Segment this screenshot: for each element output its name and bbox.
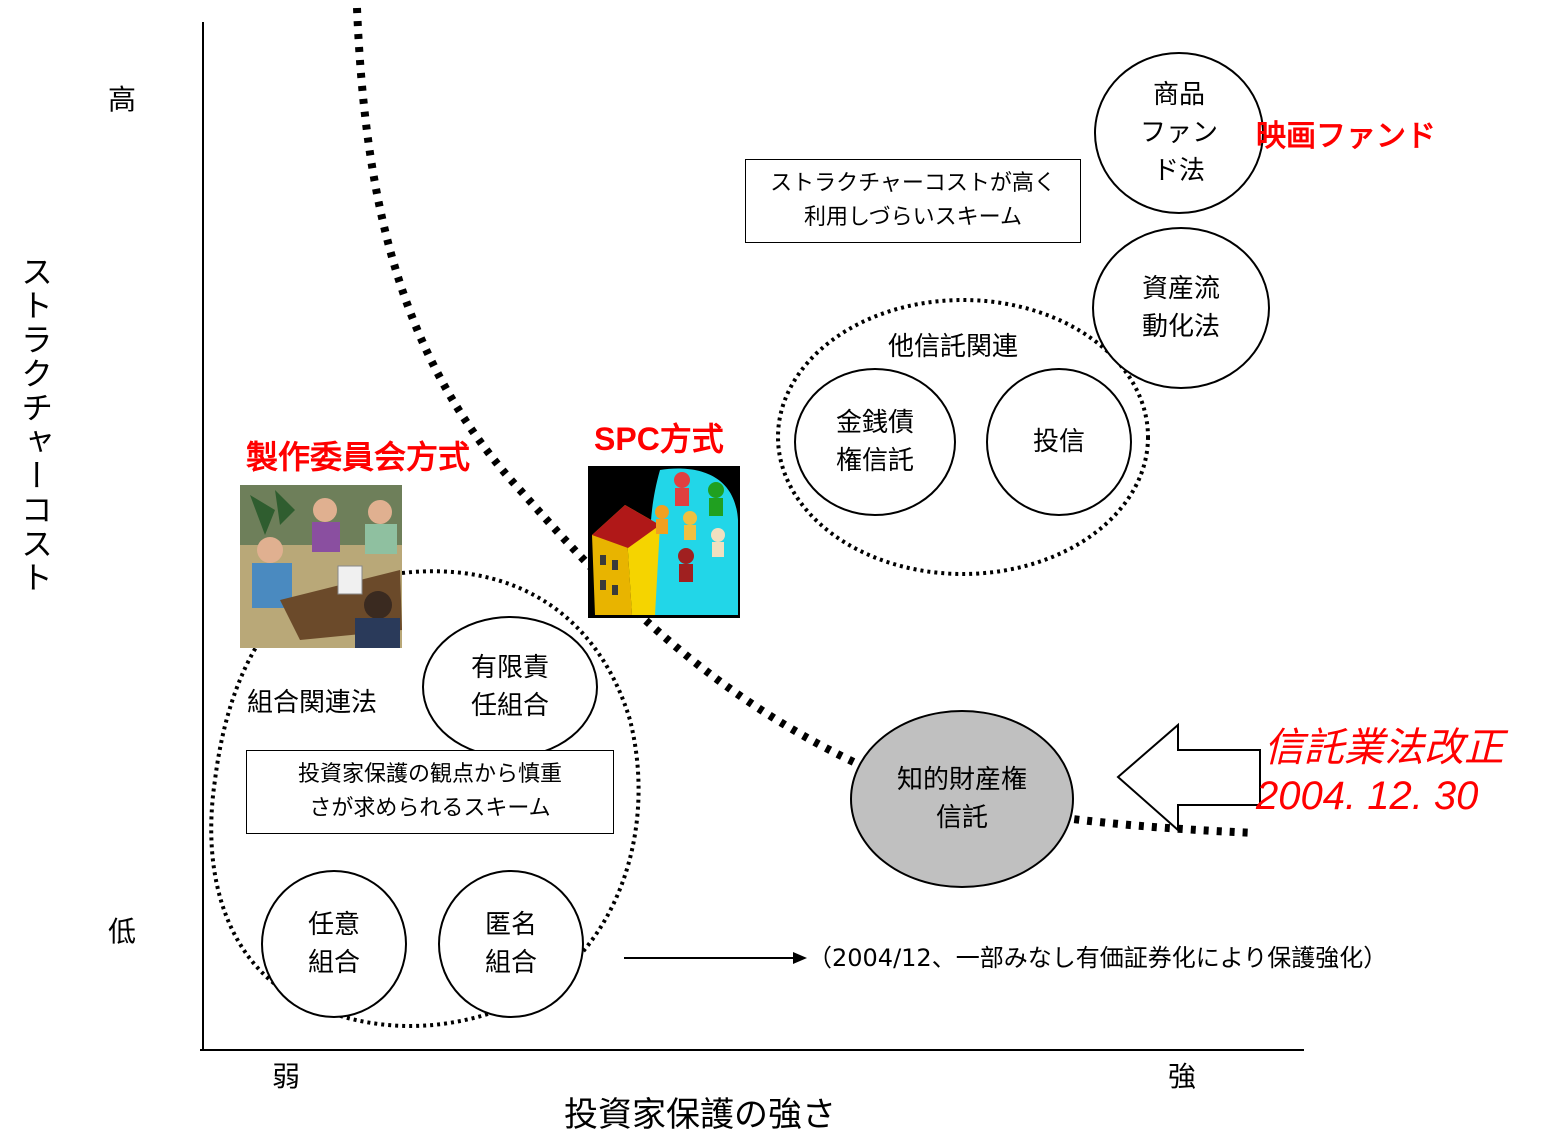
spc-clipart (588, 466, 740, 618)
voluntary-partnership-node: 任意 組合 (261, 870, 407, 1018)
asset-liquidation-law-node: 資産流 動化法 (1092, 227, 1270, 389)
trust-law-reform-date: 2004. 12. 30 (1256, 774, 1479, 818)
ip-trust-node: 知的財産権 信託 (850, 710, 1074, 888)
y-axis-low-label: 低 (108, 915, 137, 948)
protection-note: （2004/12、一部みなし有価証券化により保護強化） (808, 944, 1388, 972)
partnership-group-boundary (209, 569, 641, 1028)
investment-trust-node: 投信 (986, 368, 1132, 516)
careful-scheme-box: 投資家保護の観点から慎重 さが求められるスキーム (246, 750, 614, 834)
partnership-group-label: 組合関連法 (247, 688, 378, 718)
silent-partnership-node: 匿名 組合 (438, 870, 584, 1018)
production-committee-label: 製作委員会方式 (246, 439, 471, 475)
commodity-fund-law-node: 商品 ファン ド法 (1094, 52, 1264, 214)
meeting-clipart (240, 485, 402, 648)
high-cost-scheme-box: ストラクチャーコストが高く 利用しづらいスキーム (745, 159, 1081, 243)
x-axis-title: 投資家保護の強さ (564, 1095, 836, 1135)
spc-label: SPC方式 (594, 421, 724, 457)
other-trust-group-ellipse (776, 298, 1150, 576)
y-axis-title: ストラクチャーコスト (16, 255, 54, 595)
y-axis-high-label: 高 (108, 83, 137, 116)
movie-fund-label: 映画ファンド (1256, 120, 1436, 153)
llp-node: 有限責 任組合 (422, 616, 598, 758)
reform-arrow (1116, 722, 1261, 833)
x-axis-strong-label: 強 (1168, 1060, 1197, 1093)
money-claim-trust-node: 金銭債 権信託 (794, 368, 956, 516)
note-arrow-head (793, 952, 807, 964)
trust-law-reform-label: 信託業法改正 (1264, 726, 1504, 770)
other-trust-group-label: 他信託関連 (888, 332, 1019, 362)
x-axis-weak-label: 弱 (272, 1060, 301, 1093)
